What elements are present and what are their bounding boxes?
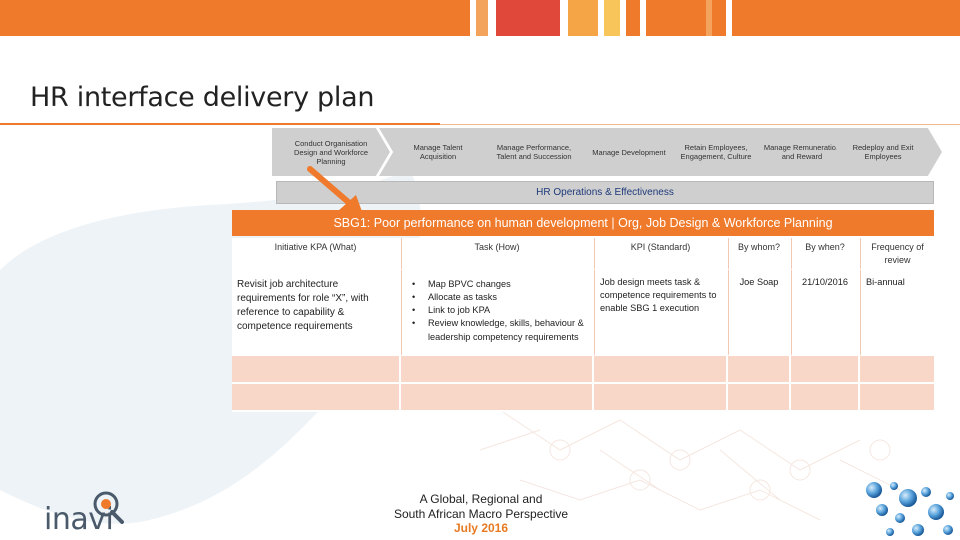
chevron-label: Manage Talent Acquisition bbox=[413, 143, 463, 161]
sbg-table-title: SBG1: Poor performance on human developm… bbox=[232, 210, 934, 236]
top-color-band bbox=[0, 0, 960, 36]
task-list: Map BPVC changes Allocate as tasks Link … bbox=[407, 273, 587, 344]
footer-caption: A Global, Regional and South African Mac… bbox=[372, 492, 590, 536]
chevron-label: Manage Remuneration and Reward bbox=[763, 143, 841, 161]
empty-cell bbox=[401, 356, 594, 384]
chevron-label: Manage Development bbox=[592, 147, 666, 157]
empty-cell bbox=[401, 384, 594, 412]
hr-operations-bar: HR Operations & Effectiveness bbox=[276, 181, 934, 204]
column-header-initiative: Initiative KPA (What) bbox=[232, 238, 401, 270]
table-row-empty bbox=[232, 356, 934, 384]
chevron-org-design: Conduct Organisation Design and Workforc… bbox=[272, 128, 390, 176]
footer-date: July 2016 bbox=[453, 521, 509, 536]
chevron-redeploy: Redeploy and Exit Employees bbox=[824, 128, 942, 176]
column-header-by-whom: By whom? bbox=[728, 238, 791, 270]
initiative-cell: Revisit job architecture requirements fo… bbox=[232, 270, 401, 356]
empty-cell bbox=[728, 384, 791, 412]
logo-text: inavi bbox=[44, 502, 114, 537]
footer-line-1: A Global, Regional and bbox=[419, 492, 543, 506]
title-underline-extension bbox=[440, 124, 960, 125]
empty-cell bbox=[594, 356, 728, 384]
empty-cell bbox=[232, 384, 401, 412]
page-title: HR interface delivery plan bbox=[30, 82, 375, 113]
footer-line-2: South African Macro Perspective bbox=[393, 506, 569, 521]
task-cell: Map BPVC changes Allocate as tasks Link … bbox=[401, 270, 594, 356]
list-item: Review knowledge, skills, behaviour & le… bbox=[412, 317, 587, 343]
chevron-label: Redeploy and Exit Employees bbox=[852, 143, 914, 161]
kpi-cell: Job design meets task & competence requi… bbox=[594, 270, 728, 356]
chevron-talent-acquisition: Manage Talent Acquisition bbox=[379, 128, 497, 176]
by-whom-cell: Joe Soap bbox=[728, 270, 791, 356]
empty-cell bbox=[860, 356, 934, 384]
hr-operations-label: HR Operations & Effectiveness bbox=[536, 187, 674, 198]
empty-cell bbox=[232, 356, 401, 384]
empty-cell bbox=[728, 356, 791, 384]
chevron-label: Retain Employees, Engagement, Culture bbox=[680, 143, 752, 161]
delivery-plan-table: Initiative KPA (What) Task (How) KPI (St… bbox=[232, 238, 934, 412]
logo-target-icon bbox=[93, 491, 124, 524]
empty-cell bbox=[860, 384, 934, 412]
column-header-task: Task (How) bbox=[401, 238, 594, 270]
by-when-cell: 21/10/2016 bbox=[791, 270, 860, 356]
spheres-graphic bbox=[866, 482, 954, 536]
chevron-label: Conduct Organisation Design and Workforc… bbox=[293, 138, 369, 166]
column-header-frequency: Frequency of review bbox=[860, 238, 934, 270]
chevron-performance: Manage Performance, Talent and Successio… bbox=[475, 128, 593, 176]
frequency-cell: Bi-annual bbox=[860, 270, 934, 356]
list-item: Link to job KPA bbox=[412, 304, 587, 317]
empty-cell bbox=[791, 356, 860, 384]
process-chevrons: Conduct Organisation Design and Workforc… bbox=[272, 128, 942, 176]
table-row-empty bbox=[232, 384, 934, 412]
empty-cell bbox=[594, 384, 728, 412]
chevron-label: Manage Performance, Talent and Successio… bbox=[496, 143, 572, 161]
inavi-logo: inavi bbox=[44, 488, 164, 537]
table-row: Revisit job architecture requirements fo… bbox=[232, 270, 934, 356]
list-item: Allocate as tasks bbox=[412, 291, 587, 304]
column-header-kpi: KPI (Standard) bbox=[594, 238, 728, 270]
title-underline bbox=[0, 123, 440, 125]
column-header-by-when: By when? bbox=[791, 238, 860, 270]
list-item: Map BPVC changes bbox=[412, 278, 587, 291]
empty-cell bbox=[791, 384, 860, 412]
table-header-row: Initiative KPA (What) Task (How) KPI (St… bbox=[232, 238, 934, 270]
